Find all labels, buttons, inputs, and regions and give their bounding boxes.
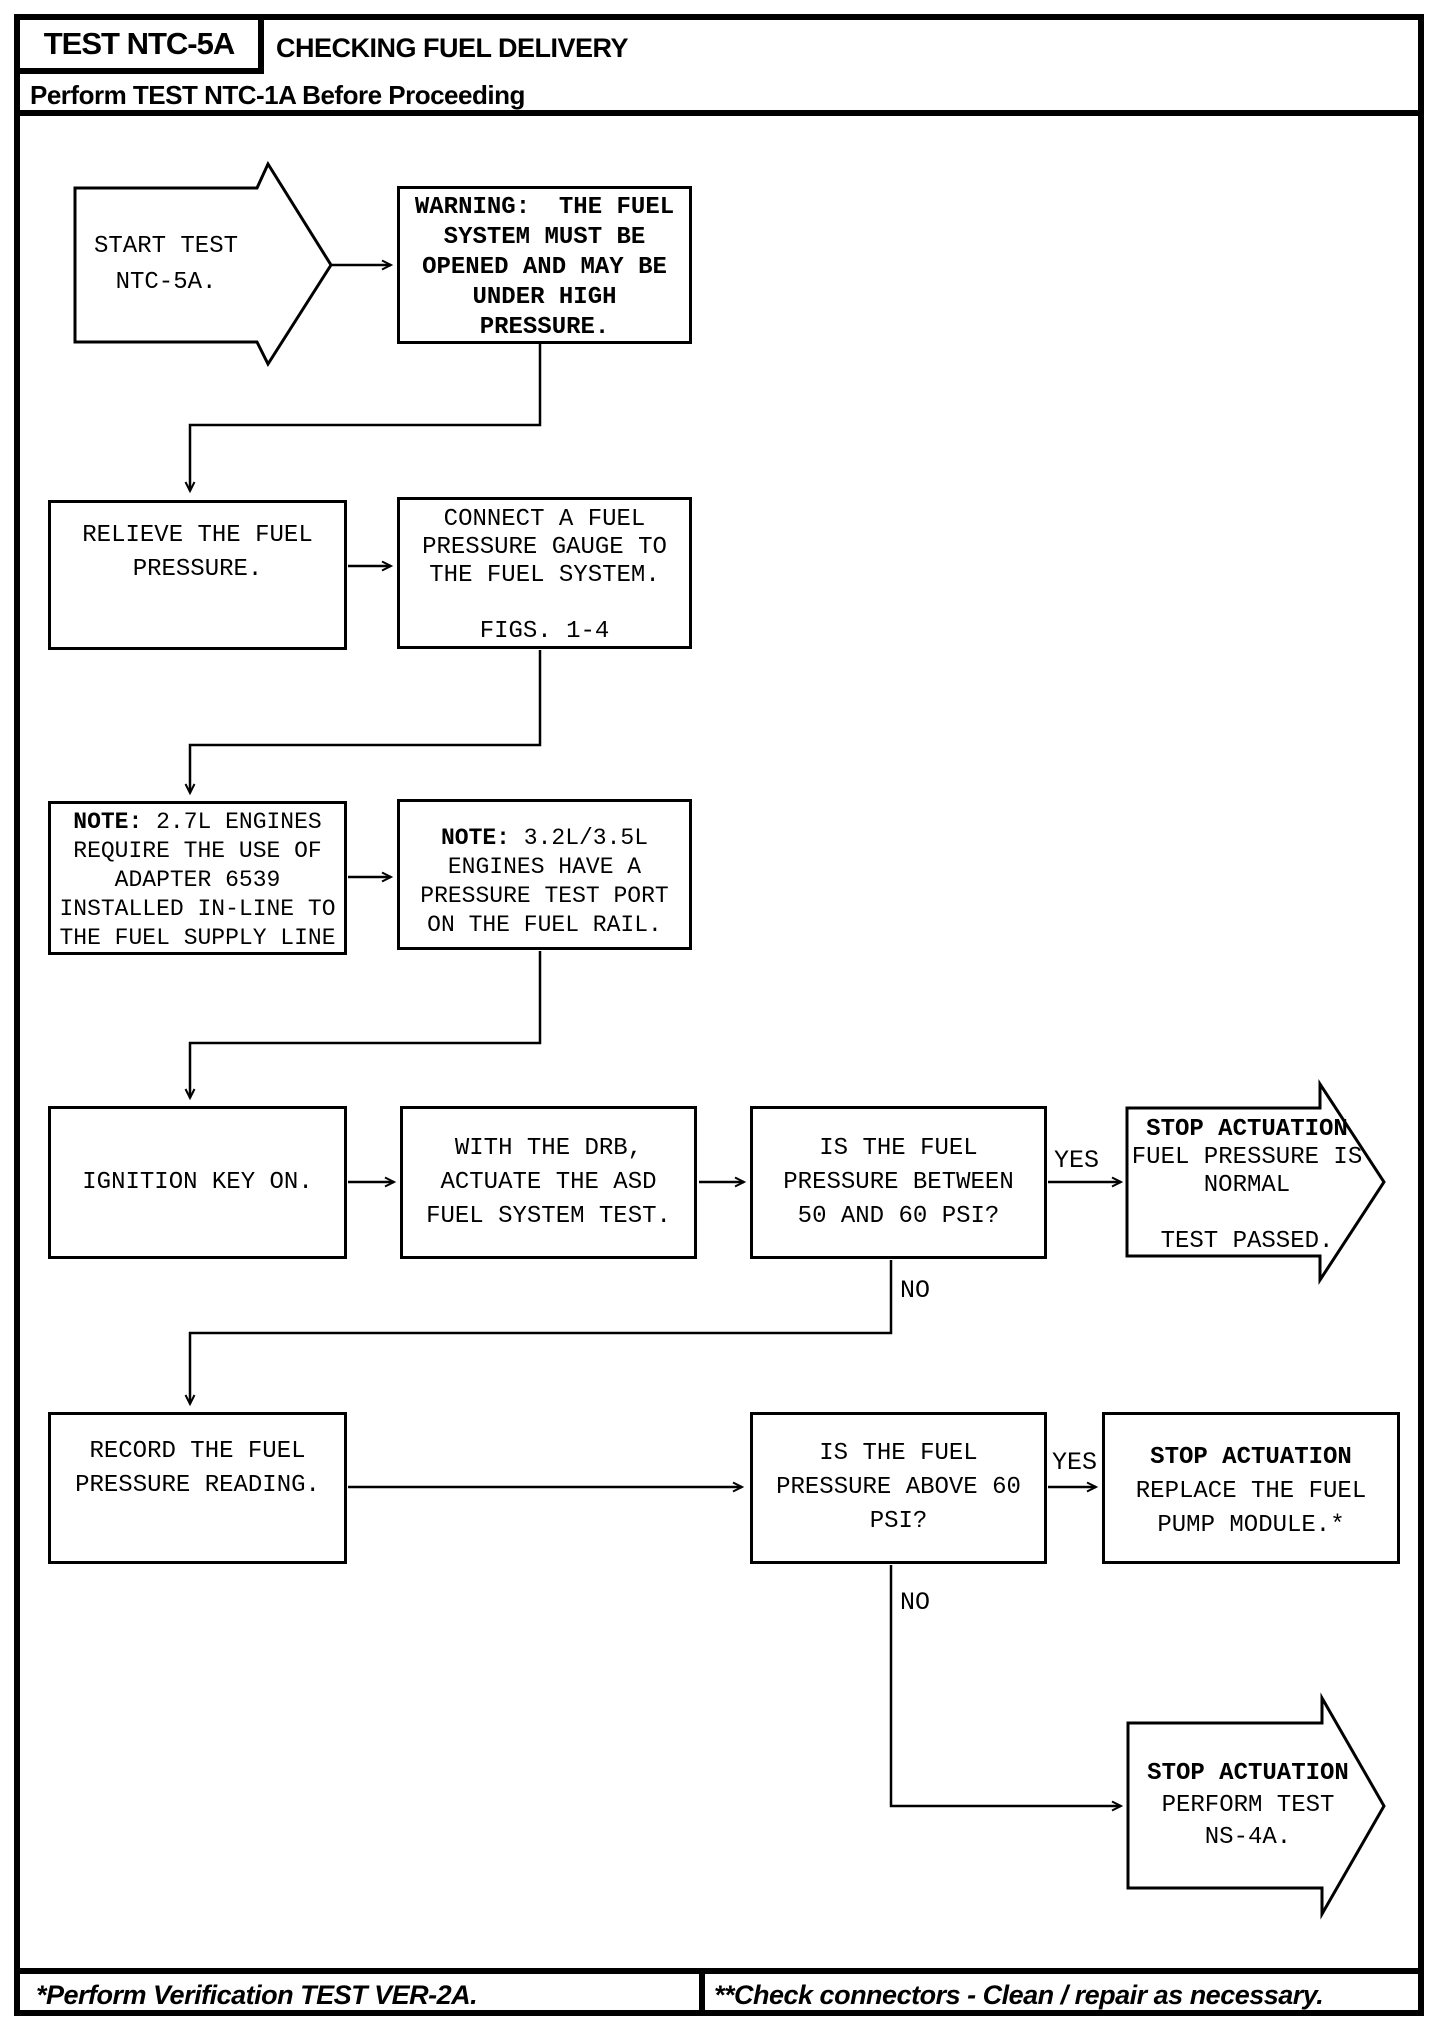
text-line: FUEL PRESSURE IS xyxy=(1131,1144,1363,1171)
q2-yes-label: YES xyxy=(1052,1448,1098,1477)
q1-pressure-50-60-box: IS THE FUEL PRESSURE BETWEEN 50 AND 60 PSI… xyxy=(750,1106,1047,1259)
stop-actuation-label: STOP ACTUATION xyxy=(1147,1759,1349,1787)
text-line: UNDER HIGH xyxy=(472,284,617,311)
footer-note-left: *Perform Verification TEST VER-2A. xyxy=(36,1980,478,2010)
text-line: NTC-5A. xyxy=(115,269,217,296)
start-node: START TEST NTC-5A. xyxy=(75,190,257,340)
stop-actuation-label: STOP ACTUATION xyxy=(1146,1116,1348,1143)
note-text: 2.7L ENGINES xyxy=(142,809,322,835)
connector-warning-to-relieve xyxy=(184,344,542,494)
drb-actuate-box: WITH THE DRB, ACTUATE THE ASD FUEL SYSTEM … xyxy=(400,1106,697,1259)
footer-cell-divider xyxy=(699,1968,705,2016)
text-line: PRESSURE. xyxy=(132,556,263,583)
text-line: THE FUEL SUPPLY LINE xyxy=(59,925,336,951)
text-line: INSTALLED IN-LINE TO xyxy=(59,896,336,922)
text-line: FIGS. 1-4 xyxy=(479,618,610,645)
text-line: WITH THE DRB, xyxy=(454,1134,643,1162)
text-line: ADAPTER 6539 xyxy=(114,867,281,893)
note-label: NOTE: xyxy=(73,809,143,835)
text-line xyxy=(1127,1200,1367,1228)
ignition-key-box: IGNITION KEY ON. xyxy=(48,1106,347,1259)
text-line: ON THE FUEL RAIL. xyxy=(427,912,662,938)
connector-connect-to-note27 xyxy=(184,650,542,796)
text-line: FUEL SYSTEM TEST. xyxy=(426,1202,671,1230)
note-32l-box: NOTE: 3.2L/3.5L ENGINES HAVE A PRESSURE T… xyxy=(397,799,692,950)
stop-arrow-shape-ns4a xyxy=(1126,1692,1386,1920)
warning-box: WARNING: THE FUEL SYSTEM MUST BE OPENED AN… xyxy=(397,186,692,344)
text-line: REQUIRE THE USE OF xyxy=(73,838,322,864)
page-title: CHECKING FUEL DELIVERY xyxy=(276,33,629,63)
note-32l-first-line: NOTE: 3.2L/3.5L xyxy=(400,824,689,853)
text-line: NS-4A. xyxy=(1204,1823,1292,1851)
text-line: WARNING: THE FUEL xyxy=(414,194,675,221)
q2-no-label: NO xyxy=(900,1588,931,1617)
connector-q2-no-to-stop3 xyxy=(889,1565,1124,1812)
text-line: RELIEVE THE FUEL xyxy=(82,522,313,549)
text-line: PRESSURE ABOVE 60 xyxy=(776,1474,1021,1501)
stop2-lines: REPLACE THE FUEL PUMP MODULE.* xyxy=(1105,1475,1397,1543)
text-line: THE FUEL SYSTEM. xyxy=(429,562,660,589)
text-line: RECORD THE FUEL xyxy=(89,1438,306,1465)
connector-note35-to-ignition xyxy=(184,951,542,1101)
test-id: TEST NTC-5A xyxy=(43,26,235,61)
connector-q1-no-to-record xyxy=(184,1260,893,1407)
test-id-box: TEST NTC-5A xyxy=(14,14,264,74)
note-label: NOTE: xyxy=(440,825,510,851)
stop2-replace-pump-box: STOP ACTUATION REPLACE THE FUEL PUMP MODU… xyxy=(1102,1412,1400,1564)
text-line: REPLACE THE FUEL xyxy=(1135,1478,1367,1505)
text-line: ACTUATE THE ASD xyxy=(440,1168,657,1196)
stop-arrow-shape-test-passed xyxy=(1125,1078,1386,1286)
text-line: TEST PASSED. xyxy=(1160,1228,1334,1255)
page-border xyxy=(14,14,1424,2016)
note-27l-box: NOTE: 2.7L ENGINES REQUIRE THE USE OF ADA… xyxy=(48,801,347,955)
note-27l-first-line: NOTE: 2.7L ENGINES xyxy=(51,808,344,837)
start-banner-shape xyxy=(73,160,333,368)
text-line: 50 AND 60 PSI? xyxy=(797,1202,1000,1230)
q2-pressure-above-60-box: IS THE FUEL PRESSURE ABOVE 60 PSI? xyxy=(750,1412,1047,1564)
text-line: PRESSURE TEST PORT xyxy=(420,883,669,909)
stop-actuation-label: STOP ACTUATION xyxy=(1150,1444,1352,1471)
note-32l-lines: ENGINES HAVE A PRESSURE TEST PORT ON THE F… xyxy=(400,853,689,940)
footer-divider xyxy=(14,1968,1424,1974)
text-line: PRESSURE. xyxy=(479,314,610,341)
text-line: OPENED AND MAY BE xyxy=(422,254,667,281)
text-line: PRESSURE BETWEEN xyxy=(783,1168,1014,1196)
q1-yes-label: YES xyxy=(1054,1146,1100,1175)
text-line: CONNECT A FUEL xyxy=(443,506,646,533)
stop3-ns4a-node: STOP ACTUATION PERFORM TEST NS-4A. xyxy=(1128,1723,1368,1888)
record-reading-box: RECORD THE FUEL PRESSURE READING. xyxy=(48,1412,347,1564)
q1-no-label: NO xyxy=(900,1276,931,1305)
header-divider xyxy=(14,110,1424,116)
text-line: IGNITION KEY ON. xyxy=(82,1168,313,1196)
text-line: PSI? xyxy=(869,1508,928,1535)
text-line: START TEST xyxy=(93,233,239,260)
page-subtitle: Perform TEST NTC-1A Before Proceeding xyxy=(30,80,525,110)
text-line: PRESSURE GAUGE TO xyxy=(422,534,667,561)
note-text: 3.2L/3.5L xyxy=(509,825,649,851)
text-line: PERFORM TEST xyxy=(1161,1791,1335,1819)
text-line: PRESSURE READING. xyxy=(75,1472,320,1499)
text-line: IS THE FUEL xyxy=(819,1440,978,1467)
text-line xyxy=(400,590,689,618)
text-line: SYSTEM MUST BE xyxy=(443,224,646,251)
stop3-lines: PERFORM TEST NS-4A. xyxy=(1128,1790,1368,1854)
relieve-pressure-box: RELIEVE THE FUEL PRESSURE. xyxy=(48,500,347,650)
text-line: IS THE FUEL xyxy=(819,1134,978,1162)
text-line: ENGINES HAVE A xyxy=(447,854,642,880)
text-line: NORMAL xyxy=(1203,1172,1291,1199)
text-line: PUMP MODULE.* xyxy=(1157,1512,1345,1539)
footer-note-right: **Check connectors - Clean / repair as n… xyxy=(714,1980,1324,2010)
